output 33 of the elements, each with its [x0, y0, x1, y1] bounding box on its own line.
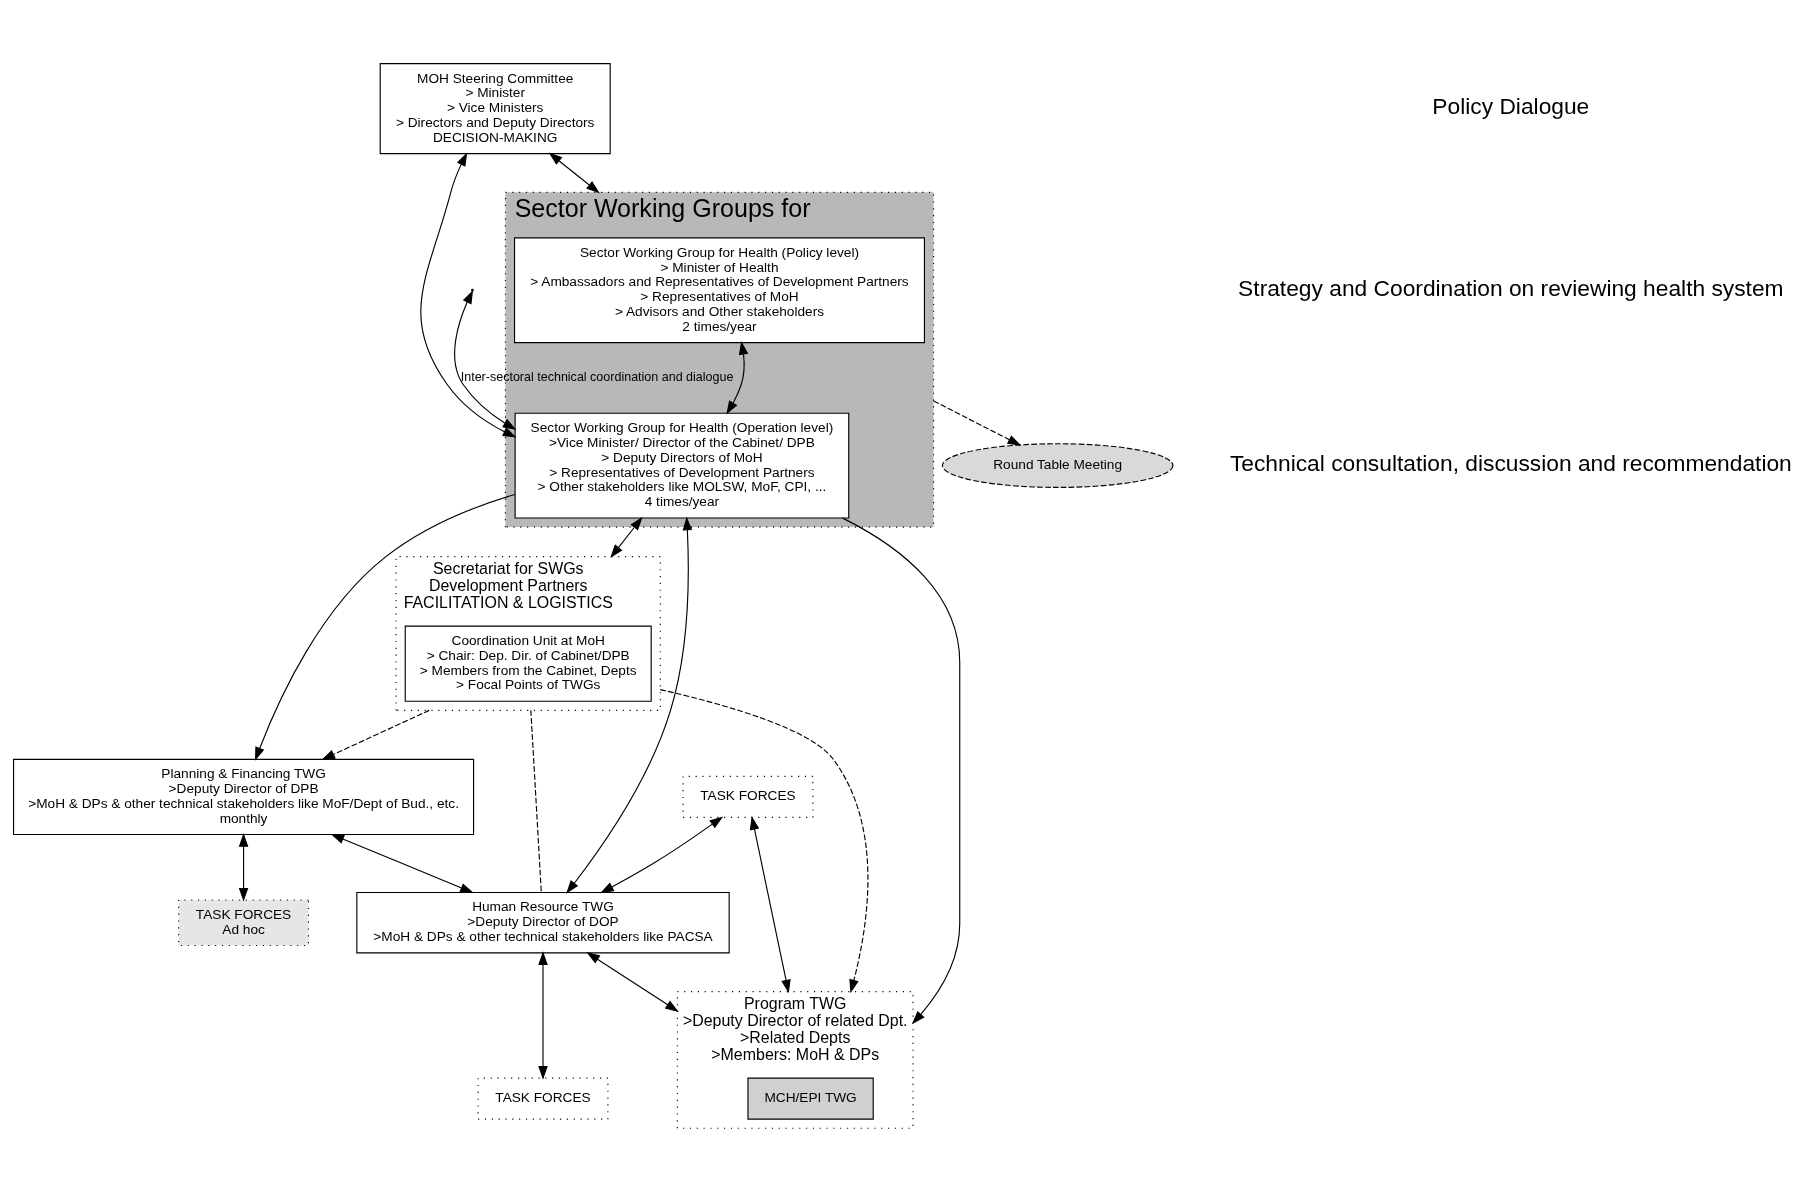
arrow — [254, 493, 515, 761]
label: Strategy and Coordination on reviewing health system — [1237, 274, 1784, 301]
arrow — [841, 517, 960, 1024]
node-box: Planning & Financing TWG >Deputy Director of DPB >MoH & DPs & other technical stakeholders like MoF/Dept of Bud., etc. monthly — [12, 758, 474, 835]
arrow — [659, 688, 868, 993]
arrow — [932, 399, 1021, 446]
node-box: TASK FORCES — [682, 775, 813, 818]
connector — [529, 709, 542, 893]
node-box: Sector Working Group for Health (Operation level) >Vice Minister/ Director of the Cabinet/ DPB > Deputy Directors of MoH > Representatives of Development Partners > Other stakeholders like MOLSW, MoF, CPI, ... 4 times/year — [514, 412, 849, 519]
node-box: Human Resource TWG >Deputy Director of DOP >MoH & DPs & other technical stakeholders like PACSA — [355, 891, 730, 953]
arrow — [453, 289, 516, 437]
arrow — [238, 832, 248, 902]
arrow — [599, 815, 723, 893]
arrow — [565, 516, 692, 894]
label: Technical consultation, discussion and recommendation — [1229, 449, 1792, 476]
arrow — [609, 516, 643, 558]
label: Policy Dialogue — [1431, 92, 1589, 119]
node-ellipse: Round Table Meeting — [941, 442, 1173, 488]
arrow — [548, 152, 600, 193]
node-box: Sector Working Group for Health (Policy level) > Minister of Health > Ambassadors and Representatives of Development Partners > Representatives of MoH > Advisors and Other stakeholders 2 times/year — [513, 236, 925, 343]
arrow — [537, 950, 548, 1080]
arrow — [749, 815, 791, 993]
node-box: MCH/EPI TWG — [746, 1077, 874, 1120]
arrow — [320, 709, 430, 760]
node-box: MOH Steering Committee > Minister > Vice Ministers > Directors and Deputy Directors DECISION-MAKING — [379, 62, 611, 154]
arrow — [330, 833, 474, 893]
arrow — [585, 951, 679, 1012]
node-box: TASK FORCES — [477, 1077, 608, 1120]
node-box: Coordination Unit at MoH > Chair: Dep. Dir. of Cabinet/DPB > Members from the Cabinet, Depts > Focal Points of TWGs — [404, 625, 652, 702]
arrow — [725, 340, 748, 415]
node-box: TASK FORCES Ad hoc — [177, 898, 309, 946]
arrow — [419, 151, 516, 437]
edge-label: Inter-sectoral technical coordination and dialogue — [460, 369, 733, 384]
